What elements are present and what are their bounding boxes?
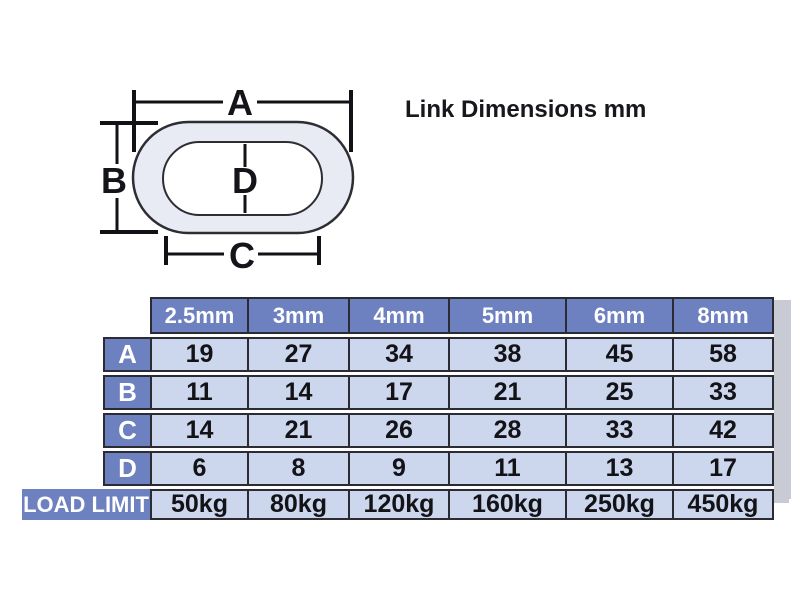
row-label: A (103, 339, 150, 370)
dimensions-table: 2.5mm 3mm 4mm 5mm 6mm 8mm A 19 27 34 38 … (22, 297, 774, 523)
table-header-row: 2.5mm 3mm 4mm 5mm 6mm 8mm (150, 297, 774, 334)
chain-link-diagram: A B C D (100, 82, 355, 276)
table-cell: 11 (150, 377, 247, 408)
table-cell: 38 (448, 339, 565, 370)
dim-label-b: B (101, 160, 127, 201)
table-shadow-right (774, 300, 791, 499)
column-header: 8mm (672, 299, 772, 332)
table-cell: 13 (565, 453, 672, 484)
table-cell: 80kg (247, 490, 348, 518)
dim-b-line (100, 121, 158, 234)
table-cell: 33 (672, 377, 772, 408)
table-row-d: D 6 8 9 11 13 17 (103, 451, 774, 486)
table-cell: 26 (348, 415, 448, 446)
table-cell: 21 (247, 415, 348, 446)
table-cell: 58 (672, 339, 772, 370)
table-cell: 120kg (348, 490, 448, 518)
table-cell: 45 (565, 339, 672, 370)
table-row-a: A 19 27 34 38 45 58 (103, 337, 774, 372)
table-cell: 42 (672, 415, 772, 446)
table-cell: 21 (448, 377, 565, 408)
table-cell: 250kg (565, 490, 672, 518)
table-cell: 11 (448, 453, 565, 484)
link-inner-hole (162, 141, 323, 216)
table-cell: 19 (150, 339, 247, 370)
table-cell: 25 (565, 377, 672, 408)
dim-label-a: A (227, 82, 253, 123)
table-cell: 14 (247, 377, 348, 408)
row-label: D (103, 453, 150, 484)
column-header: 4mm (348, 299, 448, 332)
table-cell: 14 (150, 415, 247, 446)
load-limit-label: LOAD LIMIT (22, 489, 150, 520)
table-cell: 17 (348, 377, 448, 408)
dim-label-d: D (232, 160, 258, 201)
column-header: 5mm (448, 299, 565, 332)
page-title: Link Dimensions mm (405, 96, 647, 123)
table-cell: 27 (247, 339, 348, 370)
column-header: 3mm (247, 299, 348, 332)
table-cell: 17 (672, 453, 772, 484)
table-cell: 450kg (672, 490, 772, 518)
table-cell: 160kg (448, 490, 565, 518)
table-cell: 50kg (150, 490, 247, 518)
table-row-c: C 14 21 26 28 33 42 (103, 413, 774, 448)
table-row-b: B 11 14 17 21 25 33 (103, 375, 774, 410)
column-header: 2.5mm (150, 299, 247, 332)
row-label: B (103, 377, 150, 408)
table-cell: 28 (448, 415, 565, 446)
table-cell: 8 (247, 453, 348, 484)
table-cell: 6 (150, 453, 247, 484)
row-label: C (103, 415, 150, 446)
load-limit-values: 50kg 80kg 120kg 160kg 250kg 450kg (150, 489, 774, 520)
table-row-load-limit: LOAD LIMIT 50kg 80kg 120kg 160kg 250kg 4… (22, 489, 774, 520)
table-cell: 9 (348, 453, 448, 484)
table-cell: 33 (565, 415, 672, 446)
dim-c-line (164, 236, 321, 265)
dim-label-c: C (229, 235, 255, 276)
column-header: 6mm (565, 299, 672, 332)
table-cell: 34 (348, 339, 448, 370)
